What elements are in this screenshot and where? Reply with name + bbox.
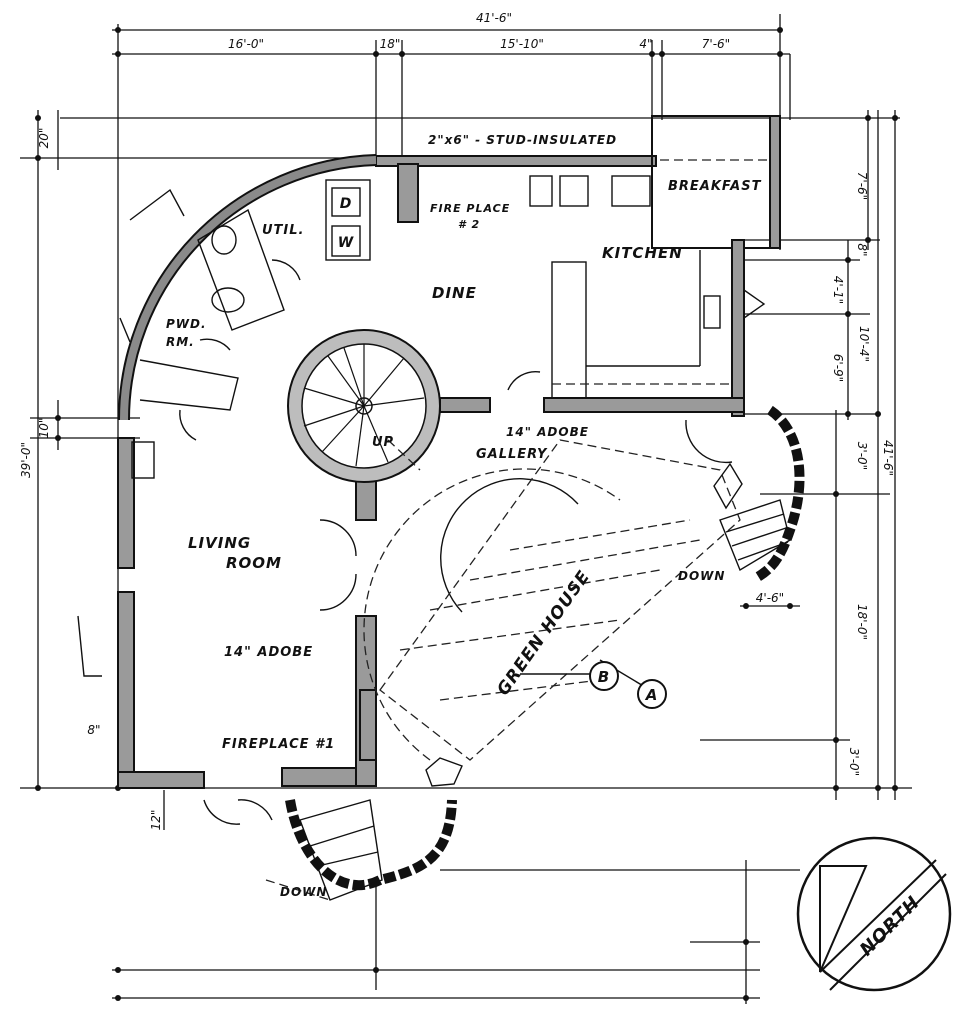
dim-left-mid: 10" xyxy=(37,418,51,439)
dim-right-8: 8" xyxy=(855,243,869,256)
spiral-stair xyxy=(287,329,441,483)
dim-top-seg-2: 18" xyxy=(380,37,401,51)
breakfast-label: BREAKFAST xyxy=(668,179,762,194)
stud-wall-label: 2"x6" - STUD-INSULATED xyxy=(428,133,617,147)
down-bottom-label: DOWN xyxy=(280,885,327,899)
dim-left-small: 20" xyxy=(37,128,51,149)
dimension-lines xyxy=(20,14,912,1004)
section-marker-b: B xyxy=(589,661,619,691)
dimension-ticks xyxy=(35,27,898,1001)
dim-top-seg-3: 15'-10" xyxy=(500,37,544,51)
dim-right-7-6: 7'-6" xyxy=(855,172,869,200)
utility-and-powder xyxy=(139,179,371,441)
dim-right-3-0-top: 3'-0" xyxy=(855,442,869,470)
doors xyxy=(77,188,766,677)
marker-b-label: B xyxy=(598,668,610,686)
dim-greenhouse-4-6: 4'-6" xyxy=(756,591,784,605)
dine-label: DINE xyxy=(432,284,477,302)
stone-steps xyxy=(203,405,805,901)
section-marker-a: A xyxy=(637,679,667,709)
dim-top-seg-5: 7'-6" xyxy=(702,37,730,51)
stair-up-label: UP xyxy=(372,435,394,450)
dryer-label: D xyxy=(340,196,353,212)
dim-right-3-0-bottom: 3'-0" xyxy=(847,748,861,776)
down-right-label: DOWN xyxy=(678,569,725,583)
washer-label: W xyxy=(338,235,354,251)
dim-right-10-4: 10'-4" xyxy=(857,326,871,362)
dim-bottom-12: 12" xyxy=(149,810,163,831)
walls xyxy=(117,115,781,789)
pwd-rm-label: RM. xyxy=(166,335,195,349)
dim-top-overall: 41'-6" xyxy=(476,11,512,25)
kitchen-fixtures xyxy=(507,159,770,399)
dim-top-seg-4: 4" xyxy=(639,37,652,51)
north-arrow: NORTH xyxy=(796,836,952,992)
dim-left-overall: 39'-0" xyxy=(19,442,33,478)
living-adobe-label: 14" ADOBE xyxy=(224,645,313,660)
fireplace-2-label: FIRE PLACE xyxy=(430,202,510,215)
gallery-adobe-label: 14" ADOBE xyxy=(506,425,589,439)
pwd-label: PWD. xyxy=(166,317,207,331)
dim-right-18-0: 18'-0" xyxy=(855,604,869,640)
dim-right-4-1: 4'-1" xyxy=(831,276,845,304)
fireplace-1-label: FIREPLACE #1 xyxy=(222,737,335,752)
dim-right-6-9: 6'-9" xyxy=(831,354,845,382)
dim-right-41-6: 41'-6" xyxy=(881,440,895,476)
marker-a-label: A xyxy=(645,686,659,704)
living-label: LIVING xyxy=(188,534,251,552)
kitchen-label: KITCHEN xyxy=(602,244,683,262)
util-label: UTIL. xyxy=(262,223,304,238)
dim-top-seg-1: 16'-0" xyxy=(228,37,264,51)
gallery-label: GALLERY xyxy=(476,447,548,462)
fireplace-2-number: # 2 xyxy=(458,218,480,231)
room-label: ROOM xyxy=(226,554,282,572)
greenhouse-label: GREEN HOUSE xyxy=(493,567,594,700)
dim-left-8: 8" xyxy=(87,723,100,737)
